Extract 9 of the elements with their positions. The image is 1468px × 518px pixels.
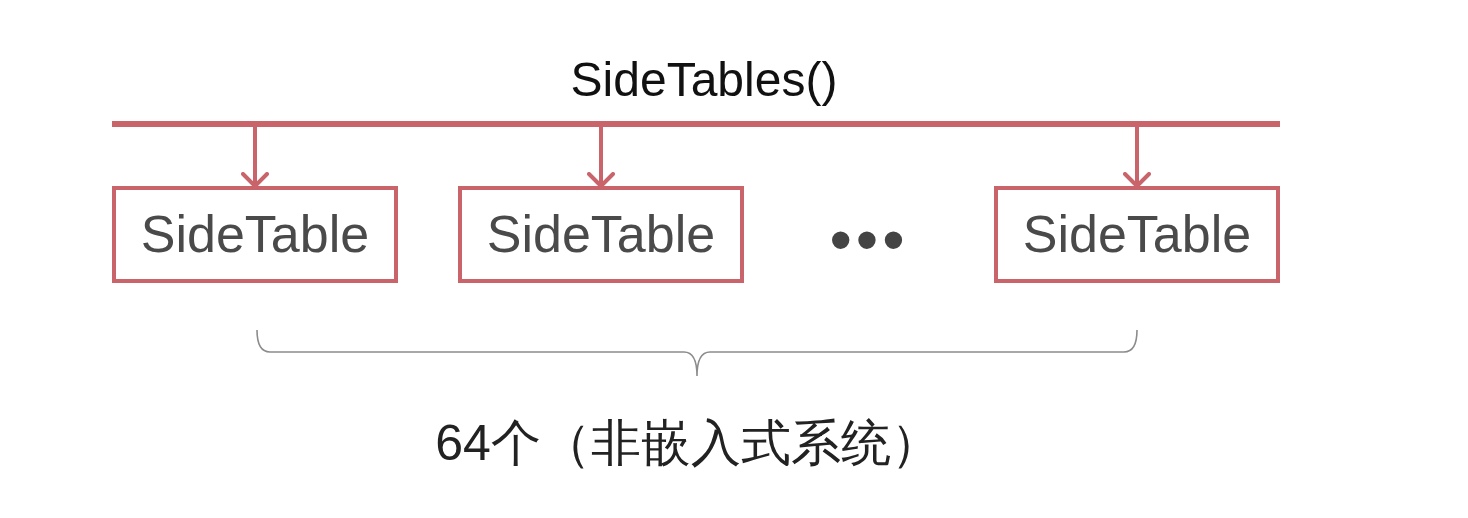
arrow — [1123, 127, 1151, 188]
table-box: SideTable — [458, 186, 744, 283]
table-box: SideTable — [994, 186, 1280, 283]
arrow — [241, 127, 269, 188]
ellipsis: ••• — [829, 208, 909, 272]
heading: SideTables() — [570, 52, 838, 108]
arrow — [587, 127, 615, 188]
table-box: SideTable — [112, 186, 398, 283]
brace-label: 64个（非嵌入式系统） — [435, 418, 941, 468]
